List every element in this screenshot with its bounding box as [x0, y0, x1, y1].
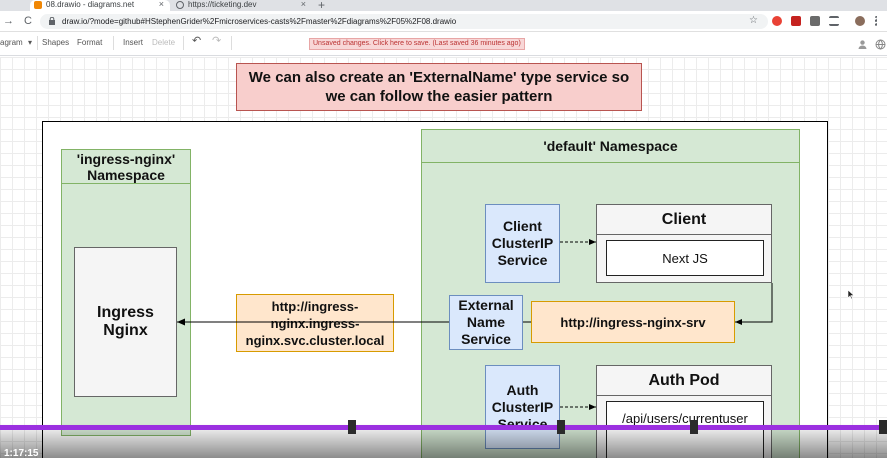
toolbar-divider — [183, 36, 184, 50]
browser-tab-bar: 08.drawio - diagrams.net × https://ticke… — [0, 0, 887, 12]
ingress-nginx-box[interactable]: Ingress Nginx — [74, 247, 177, 397]
chapter-marker[interactable] — [879, 420, 887, 434]
profile-avatar[interactable] — [855, 16, 865, 26]
globe-icon — [176, 1, 184, 9]
user-icon[interactable] — [858, 40, 867, 49]
shapes-button[interactable]: Shapes — [42, 38, 70, 47]
redo-icon[interactable]: ↷ — [212, 35, 222, 47]
chevron-down-icon: ▾ — [28, 38, 33, 47]
unsaved-changes-notice[interactable]: Unsaved changes. Click here to save. (La… — [309, 38, 525, 50]
format-button[interactable]: Format — [77, 38, 103, 47]
extension-icon[interactable] — [810, 16, 820, 26]
toolbar-divider — [113, 36, 114, 50]
tab-label: 08.drawio - diagrams.net — [46, 0, 135, 9]
chapter-marker[interactable] — [690, 420, 698, 434]
client-pod-content: Next JS — [606, 240, 764, 276]
close-tab-icon[interactable]: × — [158, 0, 164, 9]
close-tab-icon[interactable]: × — [300, 0, 306, 9]
browser-menu-icon[interactable] — [875, 16, 878, 26]
reload-button[interactable]: C — [24, 15, 32, 27]
video-timecode: 1:17:15 — [4, 448, 39, 458]
extension-icon[interactable] — [772, 16, 782, 26]
address-bar: → C draw.io/?mode=github#HStephenGrider%… — [0, 11, 887, 32]
language-globe-icon[interactable] — [875, 39, 886, 50]
url-field[interactable]: draw.io/?mode=github#HStephenGrider%2Fmi… — [40, 14, 768, 29]
namespace-title: 'ingress-nginx' Namespace — [62, 150, 190, 184]
tab-drawio[interactable]: 08.drawio - diagrams.net × — [30, 0, 170, 11]
external-url-box[interactable]: http://ingress-nginx-srv — [531, 301, 735, 343]
chapter-marker[interactable] — [557, 420, 565, 434]
lock-icon — [49, 17, 55, 25]
tab-ticketing[interactable]: https://ticketing.dev × — [172, 0, 312, 11]
forward-button[interactable]: → — [3, 15, 14, 27]
chapter-marker[interactable] — [348, 420, 356, 434]
delete-button[interactable]: Delete — [152, 38, 176, 47]
diagram-canvas[interactable]: We can also create an 'ExternalName' typ… — [0, 57, 887, 458]
external-name-service[interactable]: External Name Service — [449, 295, 523, 350]
video-progress-bar[interactable] — [0, 425, 887, 430]
undo-icon[interactable]: ↶ — [192, 35, 202, 47]
tab-label: https://ticketing.dev — [188, 0, 257, 9]
extension-icon[interactable] — [791, 16, 801, 26]
toolbar-divider — [231, 36, 232, 50]
bookmark-star-icon[interactable]: ☆ — [749, 15, 758, 26]
new-tab-button[interactable]: + — [318, 0, 326, 12]
toolbar-divider — [37, 36, 38, 50]
reading-list-icon[interactable] — [829, 16, 839, 26]
url-text: draw.io/?mode=github#HStephenGrider%2Fmi… — [62, 17, 457, 26]
insert-button[interactable]: Insert — [123, 38, 144, 47]
drawio-favicon-icon — [34, 1, 42, 9]
drawio-toolbar: agram ▾ Shapes Format Insert Delete ↶ ↷ … — [0, 32, 887, 82]
pod-title: Client — [597, 205, 771, 235]
mouse-cursor-icon — [847, 290, 855, 300]
auth-pod[interactable]: Auth Pod /api/users/currentuser — [596, 365, 772, 458]
diagram-menu[interactable]: agram — [0, 38, 23, 47]
pod-title: Auth Pod — [597, 366, 771, 396]
headline-note[interactable]: We can also create an 'ExternalName' typ… — [236, 63, 642, 111]
client-clusterip-service[interactable]: Client ClusterIP Service — [485, 204, 560, 283]
namespace-title: 'default' Namespace — [422, 130, 799, 163]
client-pod[interactable]: Client Next JS — [596, 204, 772, 283]
cluster-local-url-box[interactable]: http://ingress-nginx.ingress-nginx.svc.c… — [236, 294, 394, 352]
